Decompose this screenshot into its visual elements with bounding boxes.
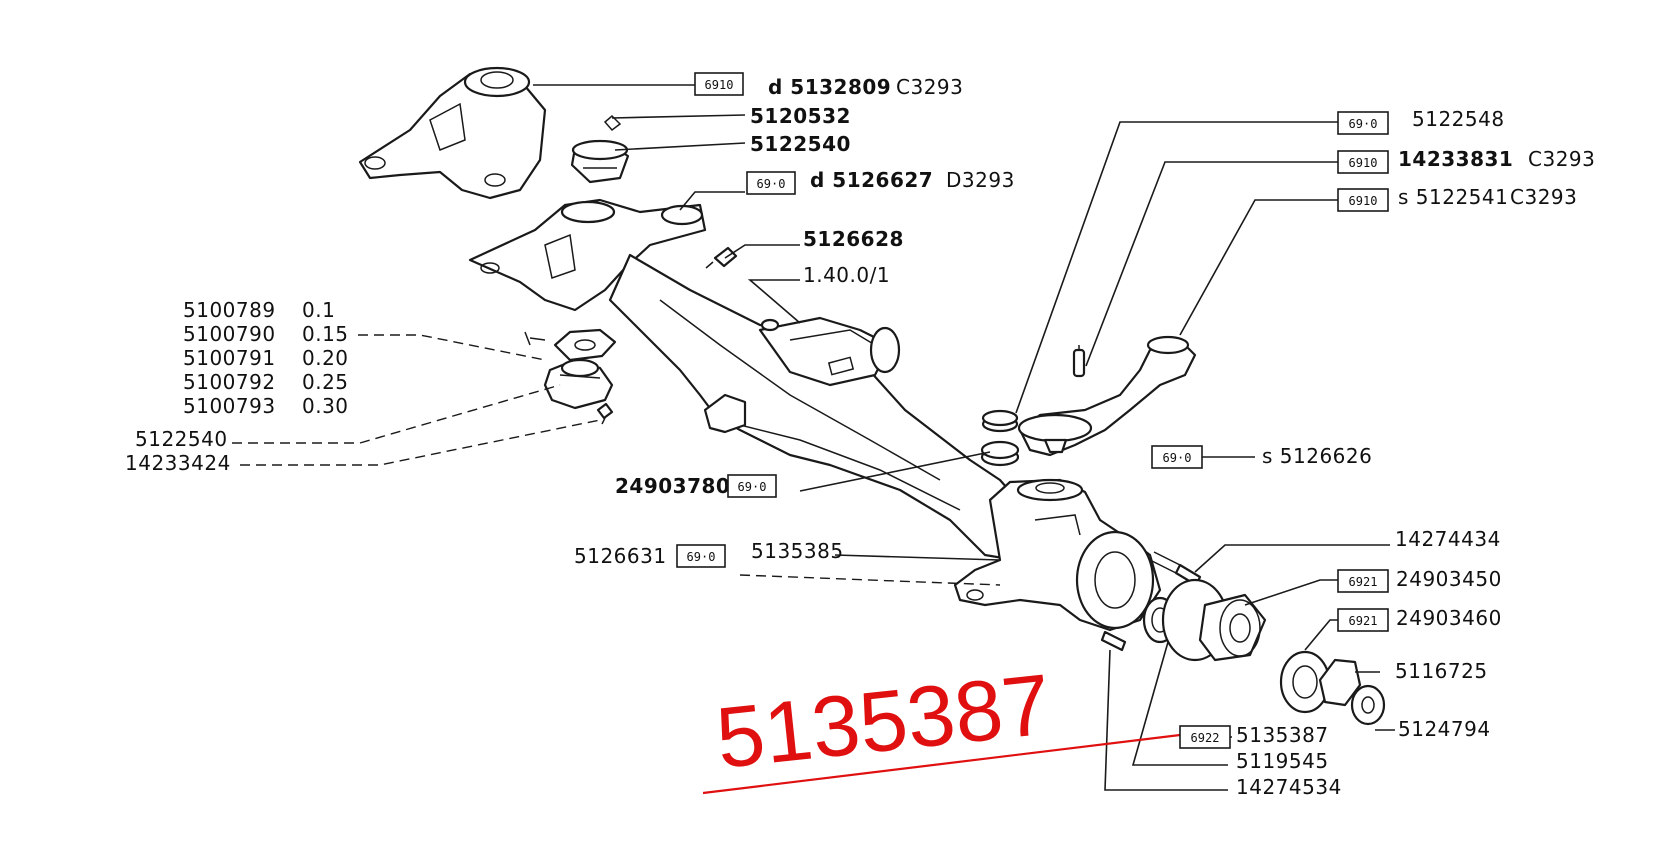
part-number: d 5126627 [810,168,933,192]
label-14233424: 14233424 [125,451,231,475]
axle-beam [608,253,1037,562]
part-number: 24903780 [615,474,730,498]
label-24903460: 6921 24903460 [1337,606,1502,632]
label-5126627: 69·0 d 5126627 D3293 [746,168,1015,195]
label-5122540-left: 5122540 [135,427,228,451]
part-suffix: C3293 [896,75,963,99]
part-number: 5100793 [183,394,276,418]
code-text: 69·0 [1349,117,1378,131]
part-number: 5120532 [750,104,851,128]
washer-5124794 [1350,684,1386,726]
steering-knuckle-upper [358,66,547,200]
part-number: 5122540 [135,427,228,451]
bushing-cap [570,139,630,184]
steering-arm [1017,335,1197,457]
part-number: s 5126626 [1262,444,1372,468]
bearing-24903450 [1161,578,1267,662]
code-text: 69·0 [687,550,716,564]
bearing-24903460 [1279,650,1331,714]
part-number: 5122540 [750,132,851,156]
part-number: 5135385 [751,539,844,563]
label-5100792: 5100792 0.25 [183,370,349,394]
label-14274534: 14274534 [1236,775,1342,799]
label-5119545: 5119545 [1236,749,1329,773]
part-number: 24903450 [1396,567,1502,591]
code-text: 69·0 [738,480,767,494]
part-number: 5100792 [183,370,276,394]
label-5135387: 6922 5135387 [1179,723,1329,749]
code-text: 6921 [1349,614,1378,628]
label-5100790: 5100790 0.15 [183,322,349,346]
part-number: 14233831 [1398,147,1513,171]
part-number: d 5132809 [768,75,891,99]
label-24903450: 6921 24903450 [1337,567,1502,593]
label-5122540-top: 5122540 [750,132,851,156]
part-number: 24903460 [1396,606,1502,630]
label-5116725: 5116725 [1395,659,1488,683]
code-text: 69·0 [1163,451,1192,465]
label-5126626: 69·0 s 5126626 [1151,444,1372,469]
part-number: 5122548 [1412,107,1505,131]
part-suffix: 0.15 [302,322,349,346]
label-5120532: 5120532 [750,104,851,128]
grease-nipple [705,246,738,269]
label-5122548: 69·0 5122548 [1337,107,1505,135]
lower-bushing [543,358,614,410]
label-5100791: 5100791 0.20 [183,346,349,370]
part-number: 5100790 [183,322,276,346]
code-text: 6910 [1349,156,1378,170]
part-number: s 5122541 [1398,185,1508,209]
label-5132809: 6910 d 5132809 C3293 [694,72,963,99]
label-5124794: 5124794 [1398,717,1491,741]
part-suffix: C3293 [1528,147,1595,171]
small-bolt [596,402,614,425]
highlight-underline [702,733,1181,795]
bolt-14274534 [1100,630,1127,652]
label-5126631: 5126631 69·0 [574,544,726,568]
shim-washer [524,328,617,362]
part-number: 5126631 [574,544,667,568]
part-suffix: 0.1 [302,298,335,322]
code-text: 6910 [705,78,734,92]
part-number: 14233424 [125,451,231,475]
part-number: 5116725 [1395,659,1488,683]
dowel-pin [1072,345,1086,378]
label-14274434: 14274434 [1395,527,1501,551]
highlight-part-number: 5135387 [712,656,1055,786]
ring-seal-upper [981,409,1019,433]
label-5126628: 5126628 [803,227,904,251]
part-number: 5124794 [1398,717,1491,741]
part-number: 1.40.0/1 [803,263,890,287]
ring-seal-lower [980,440,1020,467]
part-suffix: 0.25 [302,370,349,394]
part-number: 5119545 [1236,749,1329,773]
part-suffix: 0.30 [302,394,349,418]
part-number: 5135387 [1236,723,1329,747]
label-5122541: 6910 s 5122541 C3293 [1337,185,1577,212]
label-5135385: 5135385 [751,539,844,563]
label-1.40.0/1: 1.40.0/1 [803,263,890,287]
code-text: 6922 [1191,731,1220,745]
part-number: 5100791 [183,346,276,370]
label-5100793: 5100793 0.30 [183,394,349,418]
part-suffix: 0.20 [302,346,349,370]
upper-arm-knuckle [468,198,707,312]
hub-knuckle [953,478,1162,632]
part-number: 5100789 [183,298,276,322]
part-number: 14274434 [1395,527,1501,551]
code-text: 69·0 [757,177,786,191]
part-number: 14274534 [1236,775,1342,799]
leader-lines [232,84,1395,791]
part-suffix: C3293 [1510,185,1577,209]
nut-5116725 [1318,658,1362,707]
code-text: 6921 [1349,575,1378,589]
label-5100789: 5100789 0.1 [183,298,335,322]
label-24903780: 24903780 69·0 [615,474,777,498]
pin-5120532 [603,114,622,132]
label-14233831: 6910 14233831 C3293 [1337,147,1595,174]
part-number: 5126628 [803,227,904,251]
part-suffix: D3293 [946,168,1015,192]
code-text: 6910 [1349,194,1378,208]
